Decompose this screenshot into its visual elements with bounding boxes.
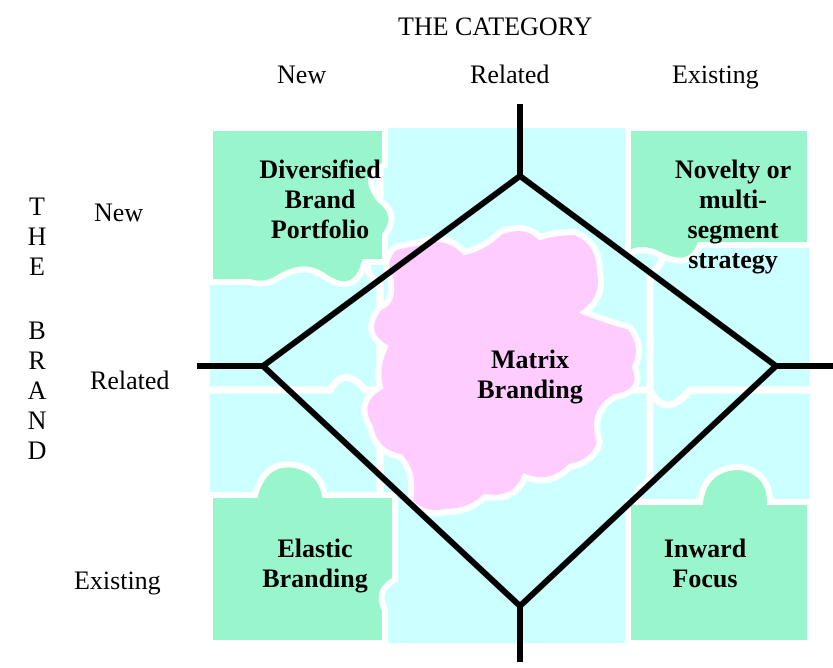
quadrant-bottom-left-label: Elastic Branding <box>262 534 368 593</box>
puzzle-piece-bottom-left <box>207 461 398 646</box>
brand-title: T H E B R A N D <box>22 192 52 466</box>
category-title: THE CATEGORY <box>398 12 593 41</box>
puzzle-piece-bottom-right <box>625 463 813 646</box>
column-label-existing: Existing <box>672 60 759 89</box>
quadrant-top-left-label: Diversified Brand Portfolio <box>259 155 381 244</box>
quadrant-top-right-label: Novelty or multi-segment strategy <box>674 155 792 274</box>
puzzle-piece-top-left <box>207 125 395 288</box>
column-label-related: Related <box>470 60 550 89</box>
row-label-new: New <box>94 198 144 227</box>
column-label-new: New <box>277 60 327 89</box>
row-label-existing: Existing <box>74 566 161 595</box>
brand-title-letter: E <box>29 252 45 281</box>
brand-title-letter: N <box>27 406 47 435</box>
row-label-related: Related <box>90 366 170 395</box>
puzzle-piece-center <box>361 225 642 517</box>
brand-title-letter: R <box>28 346 46 375</box>
brand-title-letter: B <box>28 316 46 345</box>
quadrant-center-label: Matrix Branding <box>477 345 583 404</box>
quadrant-bottom-right-label: Inward Focus <box>663 534 747 593</box>
brand-title-letter: H <box>27 222 47 251</box>
matrix-lines <box>197 104 833 662</box>
brand-title-letter: T <box>29 192 45 221</box>
puzzle-piece-top-right <box>625 125 813 264</box>
brand-title-letter <box>22 282 52 316</box>
brand-title-letter: A <box>27 376 47 405</box>
brand-title-letter: D <box>27 436 47 465</box>
